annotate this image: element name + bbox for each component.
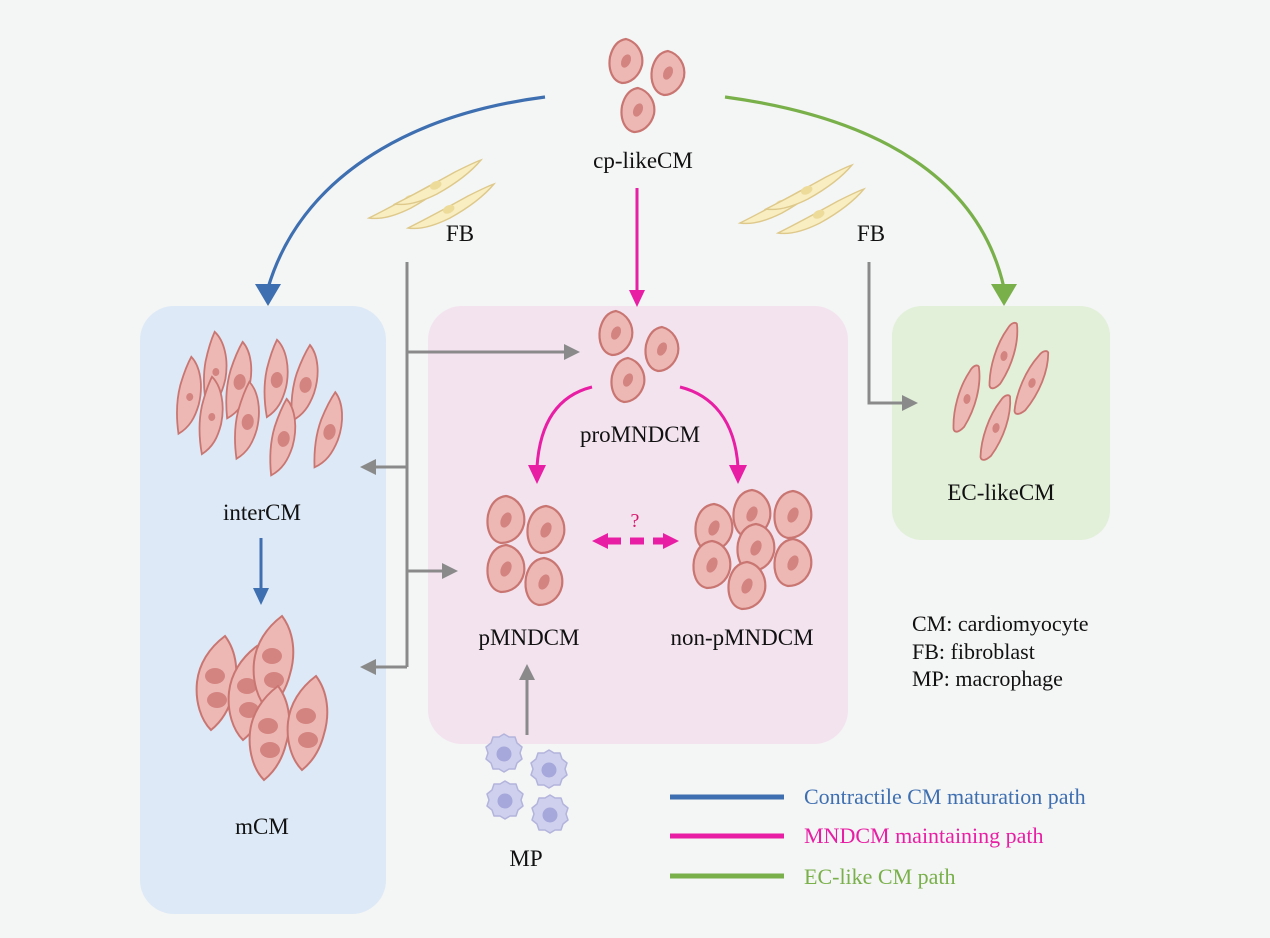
fb-signaling-arrows <box>376 262 904 735</box>
cp-likecm-cells <box>608 37 686 134</box>
legend-label-ec: EC-like CM path <box>804 864 956 889</box>
legend: Contractile CM maturation path MNDCM mai… <box>670 784 1086 889</box>
label-ec-likecm: EC-likeCM <box>947 480 1054 505</box>
abbr-mp: MP: macrophage <box>912 666 1063 691</box>
pro-to-nonpmndcm-arrow <box>679 385 747 484</box>
pro-to-pmndcm-arrow <box>528 385 593 484</box>
label-mp: MP <box>509 846 542 871</box>
abbreviation-list: CM: cardiomyocyte FB: fibroblast MP: mac… <box>912 611 1089 691</box>
label-nonpmndcm: non-pMNDCM <box>670 625 813 650</box>
label-fb-right: FB <box>857 221 885 246</box>
gray-arrowheads <box>360 344 918 680</box>
fb-right-cells <box>739 164 865 235</box>
label-cp-likecm: cp-likeCM <box>593 148 693 173</box>
contractile-path-arrow <box>255 95 546 306</box>
label-mcm: mCM <box>235 814 289 839</box>
label-pmndcm: pMNDCM <box>479 625 580 650</box>
ec-path-arrow <box>724 95 1017 306</box>
legend-label-contractile: Contractile CM maturation path <box>804 784 1086 809</box>
label-question: ? <box>631 510 640 532</box>
cp-to-pro-arrow <box>629 188 645 307</box>
abbr-fb: FB: fibroblast <box>912 639 1035 664</box>
mndcm-panel <box>428 306 848 744</box>
abbr-cm: CM: cardiomyocyte <box>912 611 1089 636</box>
mp-cells <box>485 733 569 834</box>
label-promndcm: proMNDCM <box>580 422 700 447</box>
label-fb-left: FB <box>446 221 474 246</box>
legend-label-mndcm: MNDCM maintaining path <box>804 823 1044 848</box>
label-intercm: interCM <box>223 500 301 525</box>
intercm-to-mcm-arrow <box>253 538 269 605</box>
pmndcm-nonpmndcm-dashed-arrow <box>592 533 679 549</box>
fb-left-cells <box>368 159 495 230</box>
